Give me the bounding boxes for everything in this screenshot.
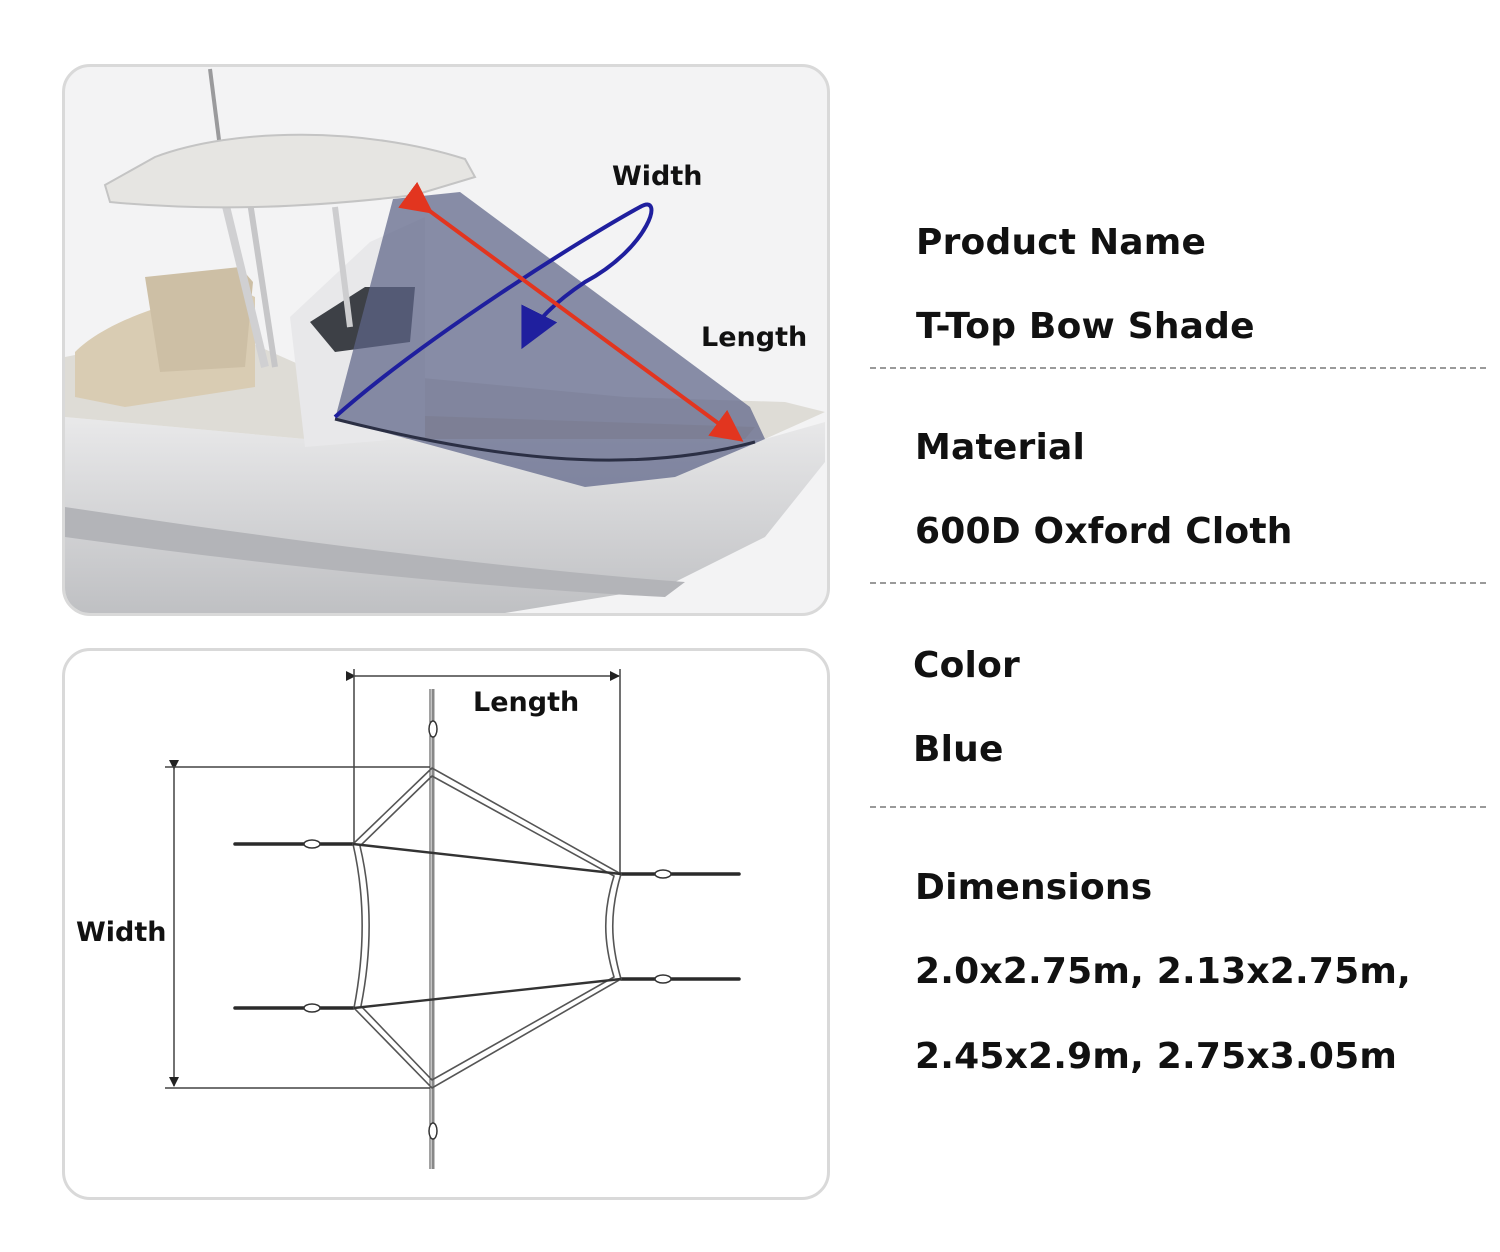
boat-photo-panel: Width Length — [62, 64, 830, 616]
photo-width-label: Width — [612, 161, 703, 192]
length-arrow — [398, 181, 744, 442]
frame-top-view-diagram — [165, 669, 741, 1169]
spec-divider — [870, 367, 1486, 369]
diagram-length-label: Length — [473, 687, 580, 718]
spec-divider — [870, 806, 1486, 808]
dimensions-value-line2: 2.45x2.9m, 2.75x3.05m — [915, 1036, 1398, 1077]
diagram-width-label: Width — [76, 917, 167, 948]
product-name-label: Product Name — [916, 222, 1207, 263]
boat-illustration — [65, 68, 825, 613]
material-label: Material — [915, 427, 1086, 468]
dimensions-label: Dimensions — [915, 867, 1153, 908]
top-view-diagram-panel: Length Width — [62, 648, 830, 1200]
color-label: Color — [913, 645, 1020, 686]
dimensions-value-line1: 2.0x2.75m, 2.13x2.75m, — [915, 951, 1411, 992]
photo-length-label: Length — [701, 322, 808, 353]
spec-divider — [870, 582, 1486, 584]
color-value: Blue — [913, 729, 1004, 770]
t-top-canopy — [103, 133, 477, 209]
material-value: 600D Oxford Cloth — [915, 511, 1293, 552]
product-name-value: T-Top Bow Shade — [916, 306, 1255, 347]
